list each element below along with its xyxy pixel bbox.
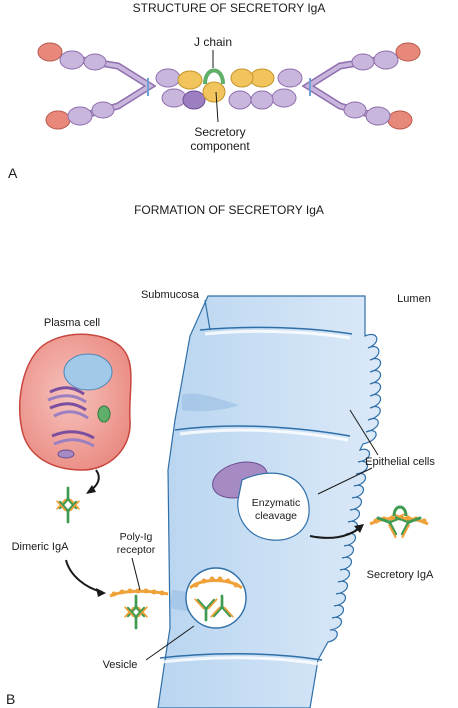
plasma-cell-label: Plasma cell <box>44 317 100 329</box>
fab-domain <box>387 110 413 130</box>
fab-domain <box>373 50 399 70</box>
poly-ig-leader <box>131 557 141 591</box>
enzymatic-label-2: cleavage <box>255 510 297 522</box>
vesicle-label: Vesicle <box>103 659 138 671</box>
panel-a-letter: A <box>8 165 18 181</box>
fc-domain <box>249 68 275 88</box>
secretory-component-leader <box>215 91 219 123</box>
fab-domain <box>45 110 71 130</box>
fc-domain <box>228 90 252 110</box>
fc-domain <box>230 68 254 88</box>
secretory-component-domain <box>202 81 226 103</box>
fc-domain <box>271 88 297 108</box>
secretory-iga-structure <box>37 42 421 130</box>
dimeric-iga-label: Dimeric IgA <box>12 541 70 553</box>
fab-domain <box>351 53 375 71</box>
fab-domain <box>91 101 115 119</box>
fab-domain <box>37 42 63 62</box>
j-chain <box>203 68 225 85</box>
fab-domain <box>83 53 107 71</box>
j-chain-label: J chain <box>194 35 232 49</box>
fc-domain <box>155 68 181 88</box>
fab-domain <box>67 106 93 126</box>
epithelial-leader <box>349 409 379 456</box>
poly-ig-receptor-complex <box>109 588 169 630</box>
fab-domain <box>365 106 391 126</box>
epithelial-cells-label: Epithelial cells <box>365 456 435 468</box>
fc-domain <box>250 90 274 110</box>
vesicle <box>185 567 247 629</box>
dimeric-iga <box>55 486 81 524</box>
epithelial-leader <box>317 467 373 495</box>
fab-domain <box>343 101 367 119</box>
panel-a-title: STRUCTURE OF SECRETORY IgA <box>133 1 326 15</box>
lumen-label: Lumen <box>397 293 431 305</box>
fab-domain <box>395 42 421 62</box>
fc-domain <box>161 88 187 108</box>
submucosa-label: Submucosa <box>141 289 200 301</box>
fc-domain <box>277 68 303 88</box>
release-arrow <box>309 527 361 539</box>
plasma-cell <box>19 333 132 471</box>
fab-domain <box>59 50 85 70</box>
binding-arrow <box>65 559 103 593</box>
fc-domain <box>182 90 206 110</box>
panel-b-letter: B <box>6 691 15 707</box>
fc-domain <box>177 70 203 90</box>
secretory-iga <box>369 505 429 539</box>
secretory-component-label-2: component <box>190 139 250 153</box>
secretory-iga-label: Secretory IgA <box>367 569 434 581</box>
enzymatic-label-1: Enzymatic <box>252 497 300 509</box>
transcytosis-vesicle <box>237 472 310 541</box>
vesicle-leader <box>145 625 195 661</box>
plasma-cell-nucleus <box>63 353 113 391</box>
poly-ig-label-1: Poly-Ig <box>120 531 153 543</box>
secretory-component-label-1: Secretory <box>194 125 245 139</box>
poly-ig-label-2: receptor <box>117 544 156 556</box>
panel-b-title: FORMATION OF SECRETORY IgA <box>134 203 324 217</box>
